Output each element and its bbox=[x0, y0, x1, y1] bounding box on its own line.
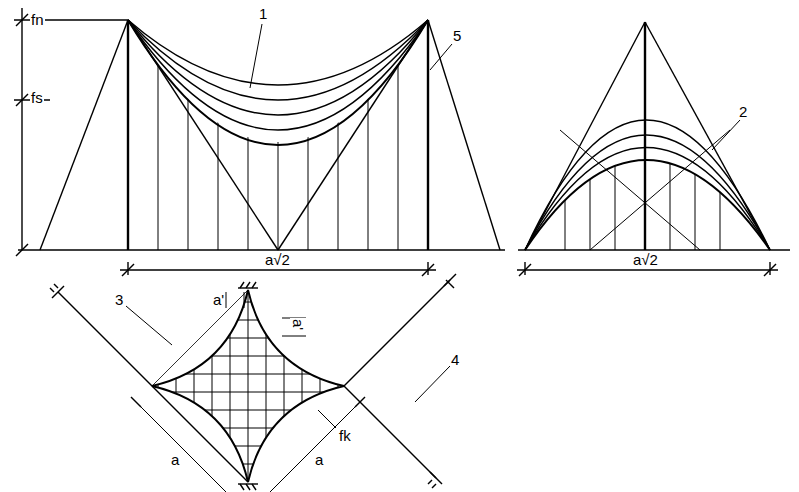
dimension-label: fn bbox=[30, 12, 45, 28]
dimension-label: a bbox=[314, 452, 324, 468]
dimension-label: a' bbox=[212, 292, 225, 308]
dimension-label: a√2 bbox=[632, 252, 659, 268]
dimension-label: a bbox=[170, 452, 180, 468]
dimension-label: fs bbox=[30, 90, 44, 106]
dimension-label: fk bbox=[338, 428, 352, 444]
dimension-label: 3 bbox=[114, 292, 124, 308]
dimension-label: 4 bbox=[450, 352, 460, 368]
dimension-label: 5 bbox=[452, 28, 462, 44]
dimension-label: 2 bbox=[738, 104, 748, 120]
dimension-label: 1 bbox=[258, 6, 268, 22]
dimension-label: a√2 bbox=[264, 252, 291, 268]
dimension-label: a' bbox=[290, 318, 306, 331]
